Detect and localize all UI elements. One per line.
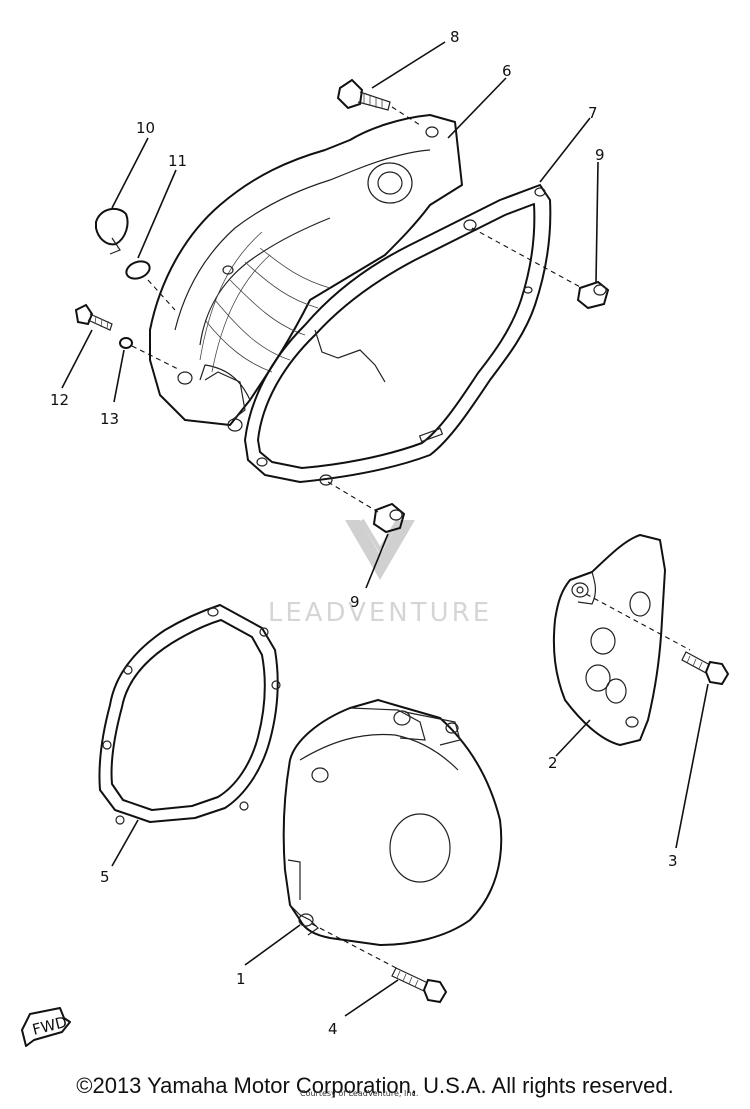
magneto-cover-part-1	[282, 699, 503, 971]
gasket-part-5	[98, 604, 281, 825]
courtesy-text: Courtesy of LeadVenture, Inc.	[300, 1089, 419, 1098]
callout-1: 1	[236, 970, 246, 988]
crankcase-cover-part-6	[149, 114, 463, 432]
collar-part-9-lower	[327, 481, 406, 534]
plug-part-10	[95, 207, 129, 255]
bolt-part-3	[681, 651, 730, 686]
callout-4: 4	[328, 1020, 338, 1038]
callout-8: 8	[450, 28, 460, 46]
fwd-label: FWD	[30, 1013, 68, 1039]
sprocket-cover-part-2	[552, 534, 691, 746]
callout-9-upper: 9	[595, 146, 605, 164]
callout-9-lower: 9	[350, 593, 360, 611]
callout-12: 12	[50, 391, 69, 409]
watermark-text: LEADVENTURE	[267, 598, 493, 628]
callout-7: 7	[588, 104, 598, 122]
bolt-part-8	[336, 78, 421, 126]
callout-3: 3	[668, 852, 678, 870]
leader-lines	[61, 41, 709, 1017]
collar-part-9-upper	[471, 227, 610, 310]
washer-part-13	[119, 337, 181, 371]
callout-13: 13	[100, 410, 119, 428]
bolt-part-12	[74, 303, 113, 331]
callout-10: 10	[136, 119, 155, 137]
o-ring-part-11	[125, 260, 176, 311]
gasket-part-7	[244, 184, 552, 486]
copyright-text: ©2013 Yamaha Motor Corporation, U.S.A. A…	[76, 1073, 674, 1098]
callout-6: 6	[502, 62, 512, 80]
callout-labels: 8 6 7 9 10 11 12 13 9 2 3 5 1 4	[50, 28, 678, 1038]
callout-5: 5	[100, 868, 110, 886]
callout-2: 2	[548, 754, 558, 772]
callout-11: 11	[168, 152, 187, 170]
bolt-part-4	[391, 967, 448, 1004]
fwd-arrow-icon: FWD	[21, 1007, 71, 1047]
